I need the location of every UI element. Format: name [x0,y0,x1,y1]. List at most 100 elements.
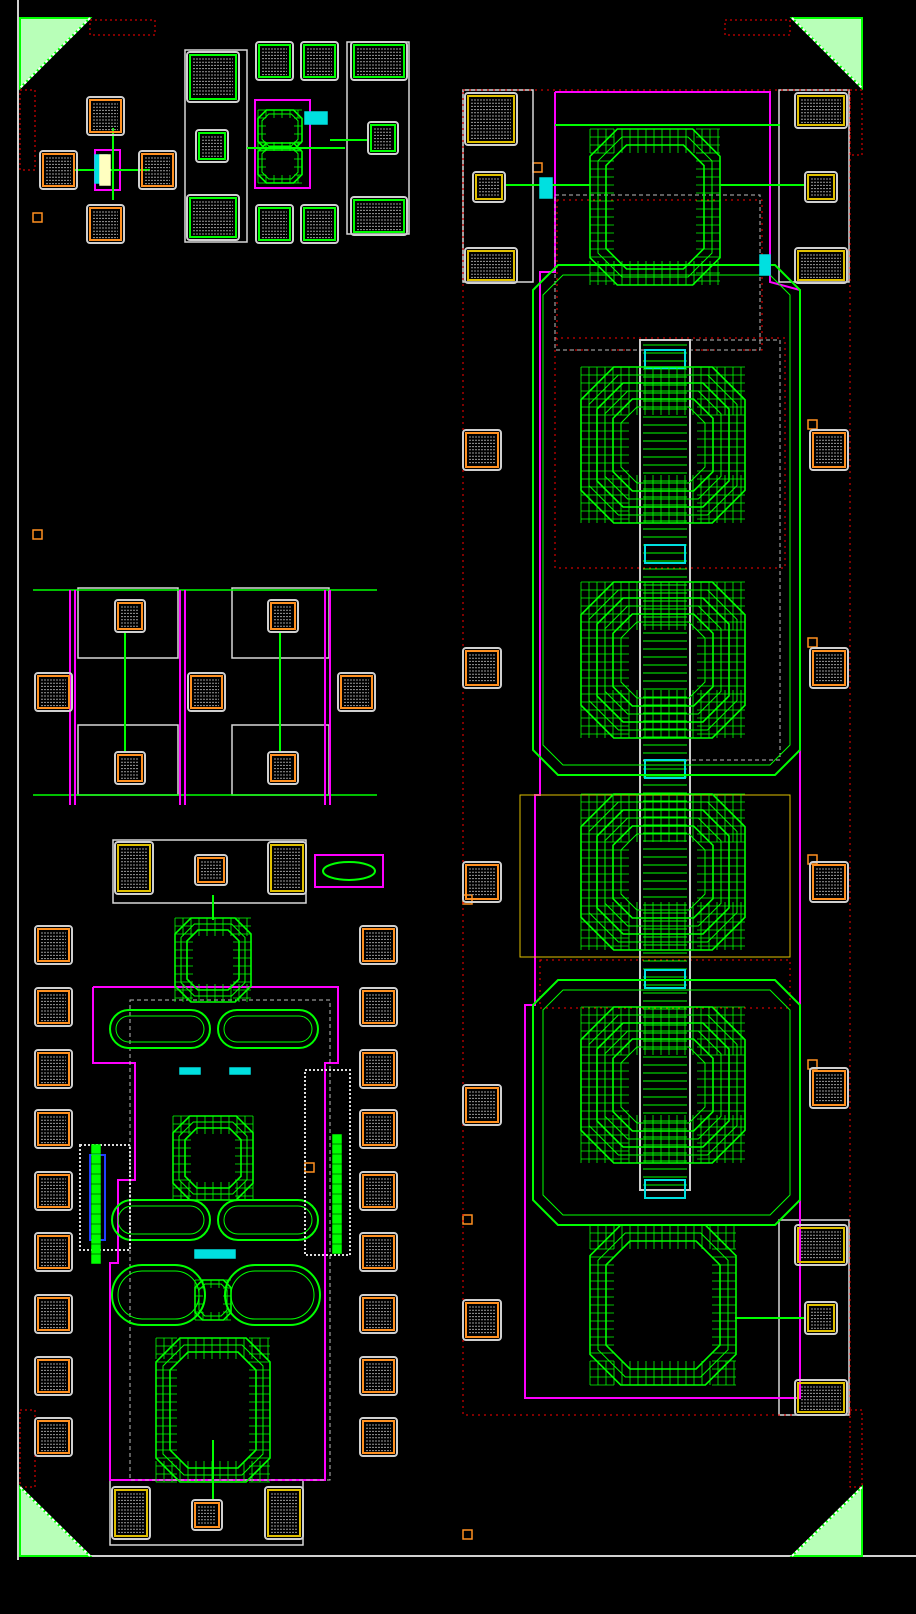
via-stack [644,349,686,369]
cap-cell [91,1144,101,1154]
alignment-marker [462,1214,473,1225]
pad-ring [812,864,846,900]
corner-edge [791,17,863,89]
via [229,1067,251,1075]
pad-ring [353,44,405,78]
pad-outline [267,599,299,633]
pad-ring [37,1174,70,1208]
pad-ring [37,1297,70,1331]
pad-outline [464,92,518,146]
pad-ring [303,207,336,241]
pad-outline [337,672,376,712]
cap-cell [91,1224,101,1234]
pad-outline [462,1084,502,1126]
seal-ring-segment [849,1409,863,1488]
seal-ring-segment [19,89,36,171]
pad-outline [462,861,502,903]
via-array [322,861,376,881]
cap-cell [332,1174,342,1184]
cell-boundary [77,587,179,659]
cap-cell [91,1174,101,1184]
pad-ring [189,54,237,100]
pad-outline [39,150,78,190]
pad-outline [359,1049,398,1089]
cap-cell [91,1234,101,1244]
pad-ring [258,207,291,241]
supply-loop [532,979,801,1226]
pad-outline [34,1356,73,1396]
pad-ring [117,754,143,782]
pad-outline [138,150,177,190]
inductor-turn [184,1127,242,1189]
inductor-turn [580,366,746,524]
corner-bottom-right [789,1484,863,1557]
inductor-turn [596,809,730,935]
seal-ring [19,19,863,1540]
pad-ring [267,1489,301,1537]
cap-cell [332,1194,342,1204]
supply-loop [542,989,791,1216]
cap-cell [91,1154,101,1164]
capacitor-array [304,1069,351,1256]
seal-ring-segment [89,19,156,36]
cap-cell [332,1184,342,1194]
pad-outline [34,1417,73,1457]
pad-outline [300,41,339,81]
inductor-turn [588,1014,738,1156]
pad-outline [267,841,307,895]
cap-cell [91,1214,101,1224]
cell-boundary [184,49,248,243]
pad-outline [809,861,849,903]
alignment-marker [462,1529,473,1540]
pad-outline [359,1294,398,1334]
pad-outline [809,429,849,471]
pad-ring [362,1235,395,1269]
pad-ring [37,1112,70,1146]
corner-top-left [19,17,93,91]
inductor-turn [174,917,252,1003]
pad-outline [359,1417,398,1457]
alignment-marker [807,419,818,430]
inductor-turn [261,113,299,147]
pad-outline [255,204,294,244]
pad-ring [197,857,225,883]
pad-outline [186,51,240,103]
stadium-inductor [117,1205,205,1235]
pad-outline [359,1356,398,1396]
pad-outline [114,751,146,785]
stadium-inductor [224,1264,321,1326]
pad-outline [794,1224,848,1266]
marker-layer [519,794,791,958]
pad-ring [797,1227,845,1263]
pad-outline [255,41,294,81]
pad-outline [114,841,154,895]
pad-outline [350,196,408,236]
pad-ring [141,153,174,187]
pad-outline [34,925,73,965]
stadium-inductor [109,1009,211,1049]
pad-ring [303,44,336,78]
pad-outline [804,1301,838,1335]
pad-ring [270,602,296,630]
via [194,1249,236,1259]
via-stack [644,1179,686,1199]
pad-outline [34,1171,73,1211]
pad-ring [797,250,845,281]
inductor-turn [612,398,714,492]
stadium-inductor [223,1205,313,1235]
inductor-turn [620,1046,706,1124]
inductor-turn [588,589,738,731]
gate [99,154,111,186]
inductor-turn [620,833,706,911]
pad-ring [270,754,296,782]
capacitor-array [79,1144,131,1251]
pad-outline [34,987,73,1027]
pad-ring [812,1070,846,1106]
pad-ring [258,44,291,78]
inductor-turn [580,581,746,739]
pad-outline [359,925,398,965]
pad-ring [362,1420,395,1454]
inductor-turn [178,1121,248,1195]
pad-ring [362,1174,395,1208]
